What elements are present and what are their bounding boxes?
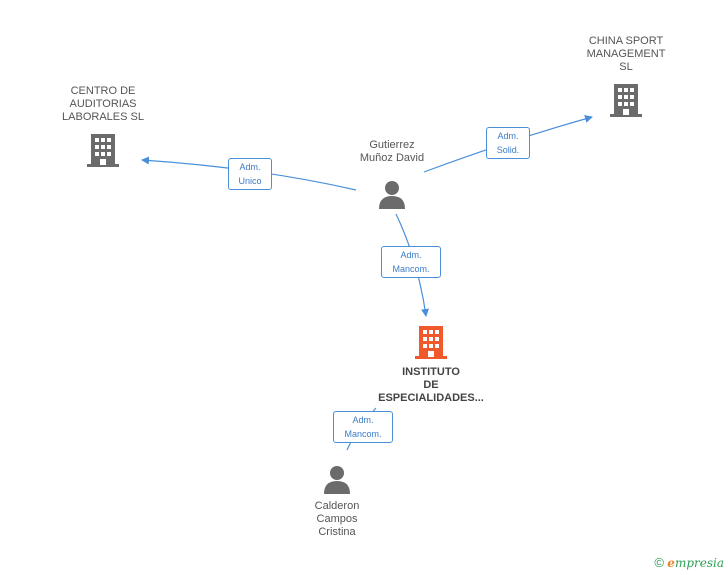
node-centro-label: CENTRO DE AUDITORIAS LABORALES SL	[62, 85, 144, 123]
building-icon	[415, 326, 447, 359]
empresia-logo: © empresia	[654, 555, 724, 570]
person-icon	[379, 181, 405, 209]
edge-label-adm-mancom-calderon[interactable]: Adm. Mancom.	[333, 411, 393, 443]
copyright-icon: ©	[654, 555, 664, 570]
brand-name: mpresia	[674, 556, 724, 570]
person-icon	[324, 466, 350, 494]
node-gutierrez[interactable]: Gutierrez Muñoz David	[342, 139, 442, 209]
edge-label-adm-solid[interactable]: Adm. Solid.	[486, 127, 530, 159]
node-gutierrez-label: Gutierrez Muñoz David	[359, 139, 425, 164]
edge-label-adm-mancom-gutierrez[interactable]: Adm. Mancom.	[381, 246, 441, 278]
node-instituto-label: INSTITUTO DE ESPECIALIDADES...	[378, 366, 484, 404]
node-instituto[interactable]: INSTITUTO DE ESPECIALIDADES...	[366, 324, 496, 405]
edge-label-adm-unico[interactable]: Adm. Unico	[228, 158, 272, 190]
node-centro[interactable]: CENTRO DE AUDITORIAS LABORALES SL	[48, 85, 158, 168]
building-icon	[610, 84, 642, 117]
node-china-label: CHINA SPORT MANAGEMENT SL	[586, 35, 666, 73]
node-calderon[interactable]: Calderon Campos Cristina	[292, 464, 382, 539]
brand-initial: e	[667, 556, 675, 570]
node-calderon-label: Calderon Campos Cristina	[314, 500, 360, 538]
node-china[interactable]: CHINA SPORT MANAGEMENT SL	[576, 35, 676, 118]
building-icon	[87, 134, 119, 167]
